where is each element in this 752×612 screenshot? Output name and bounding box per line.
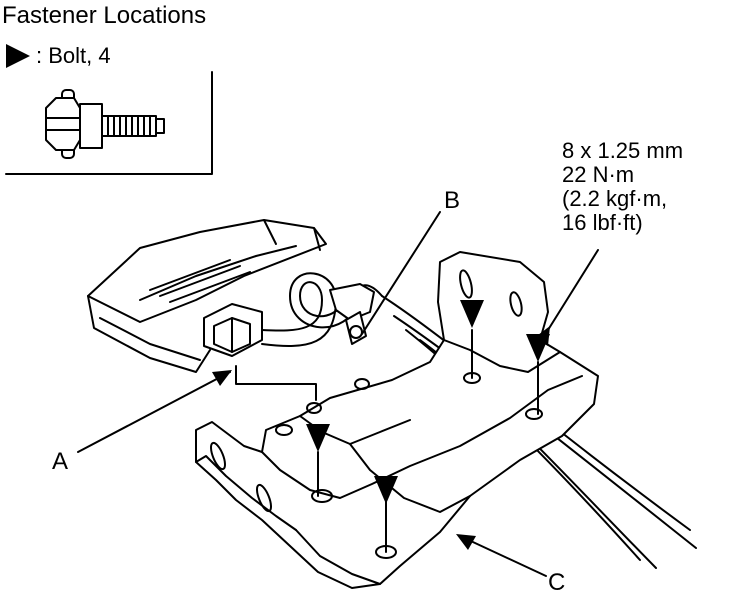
bolt-marker-icon [526, 334, 550, 362]
bolt-marker-icon [374, 476, 398, 504]
leader-arrowhead-a [212, 370, 232, 386]
torque-spec: 8 x 1.25 mm 22 N·m (2.2 kgf·m, 16 lbf·ft… [562, 139, 683, 235]
bolt-marker-icon [306, 424, 330, 452]
callout-label-c: C [548, 569, 566, 596]
bolt-legend-text: : Bolt, 4 [36, 43, 111, 68]
hose-clamp-b [345, 311, 367, 345]
torque-spec-line: 8 x 1.25 mm [562, 138, 684, 163]
electrical-connector [203, 303, 263, 357]
bolt-guide-lines [235, 329, 539, 553]
torque-spec-line: (2.2 kgf·m, [562, 186, 668, 211]
arrow-marker-icon [6, 44, 30, 68]
page-title: Fastener Locations [2, 2, 207, 29]
leader-line-c [459, 535, 547, 577]
bolt-marker-icon [460, 300, 484, 328]
leader-line-a [77, 371, 231, 453]
control-module-housing [87, 219, 327, 373]
callout-label-a: A [52, 448, 69, 475]
callout-label-b: B [444, 187, 461, 214]
leader-line-b [361, 211, 441, 335]
torque-spec-line: 22 N·m [562, 162, 635, 187]
bolt-icon [45, 89, 165, 159]
leader-line-spec [547, 249, 599, 331]
torque-spec-line: 16 lbf·ft) [562, 210, 643, 235]
leader-arrowhead-c [456, 534, 476, 550]
mounting-bracket [195, 251, 599, 589]
bolt-legend-frame [5, 71, 213, 175]
